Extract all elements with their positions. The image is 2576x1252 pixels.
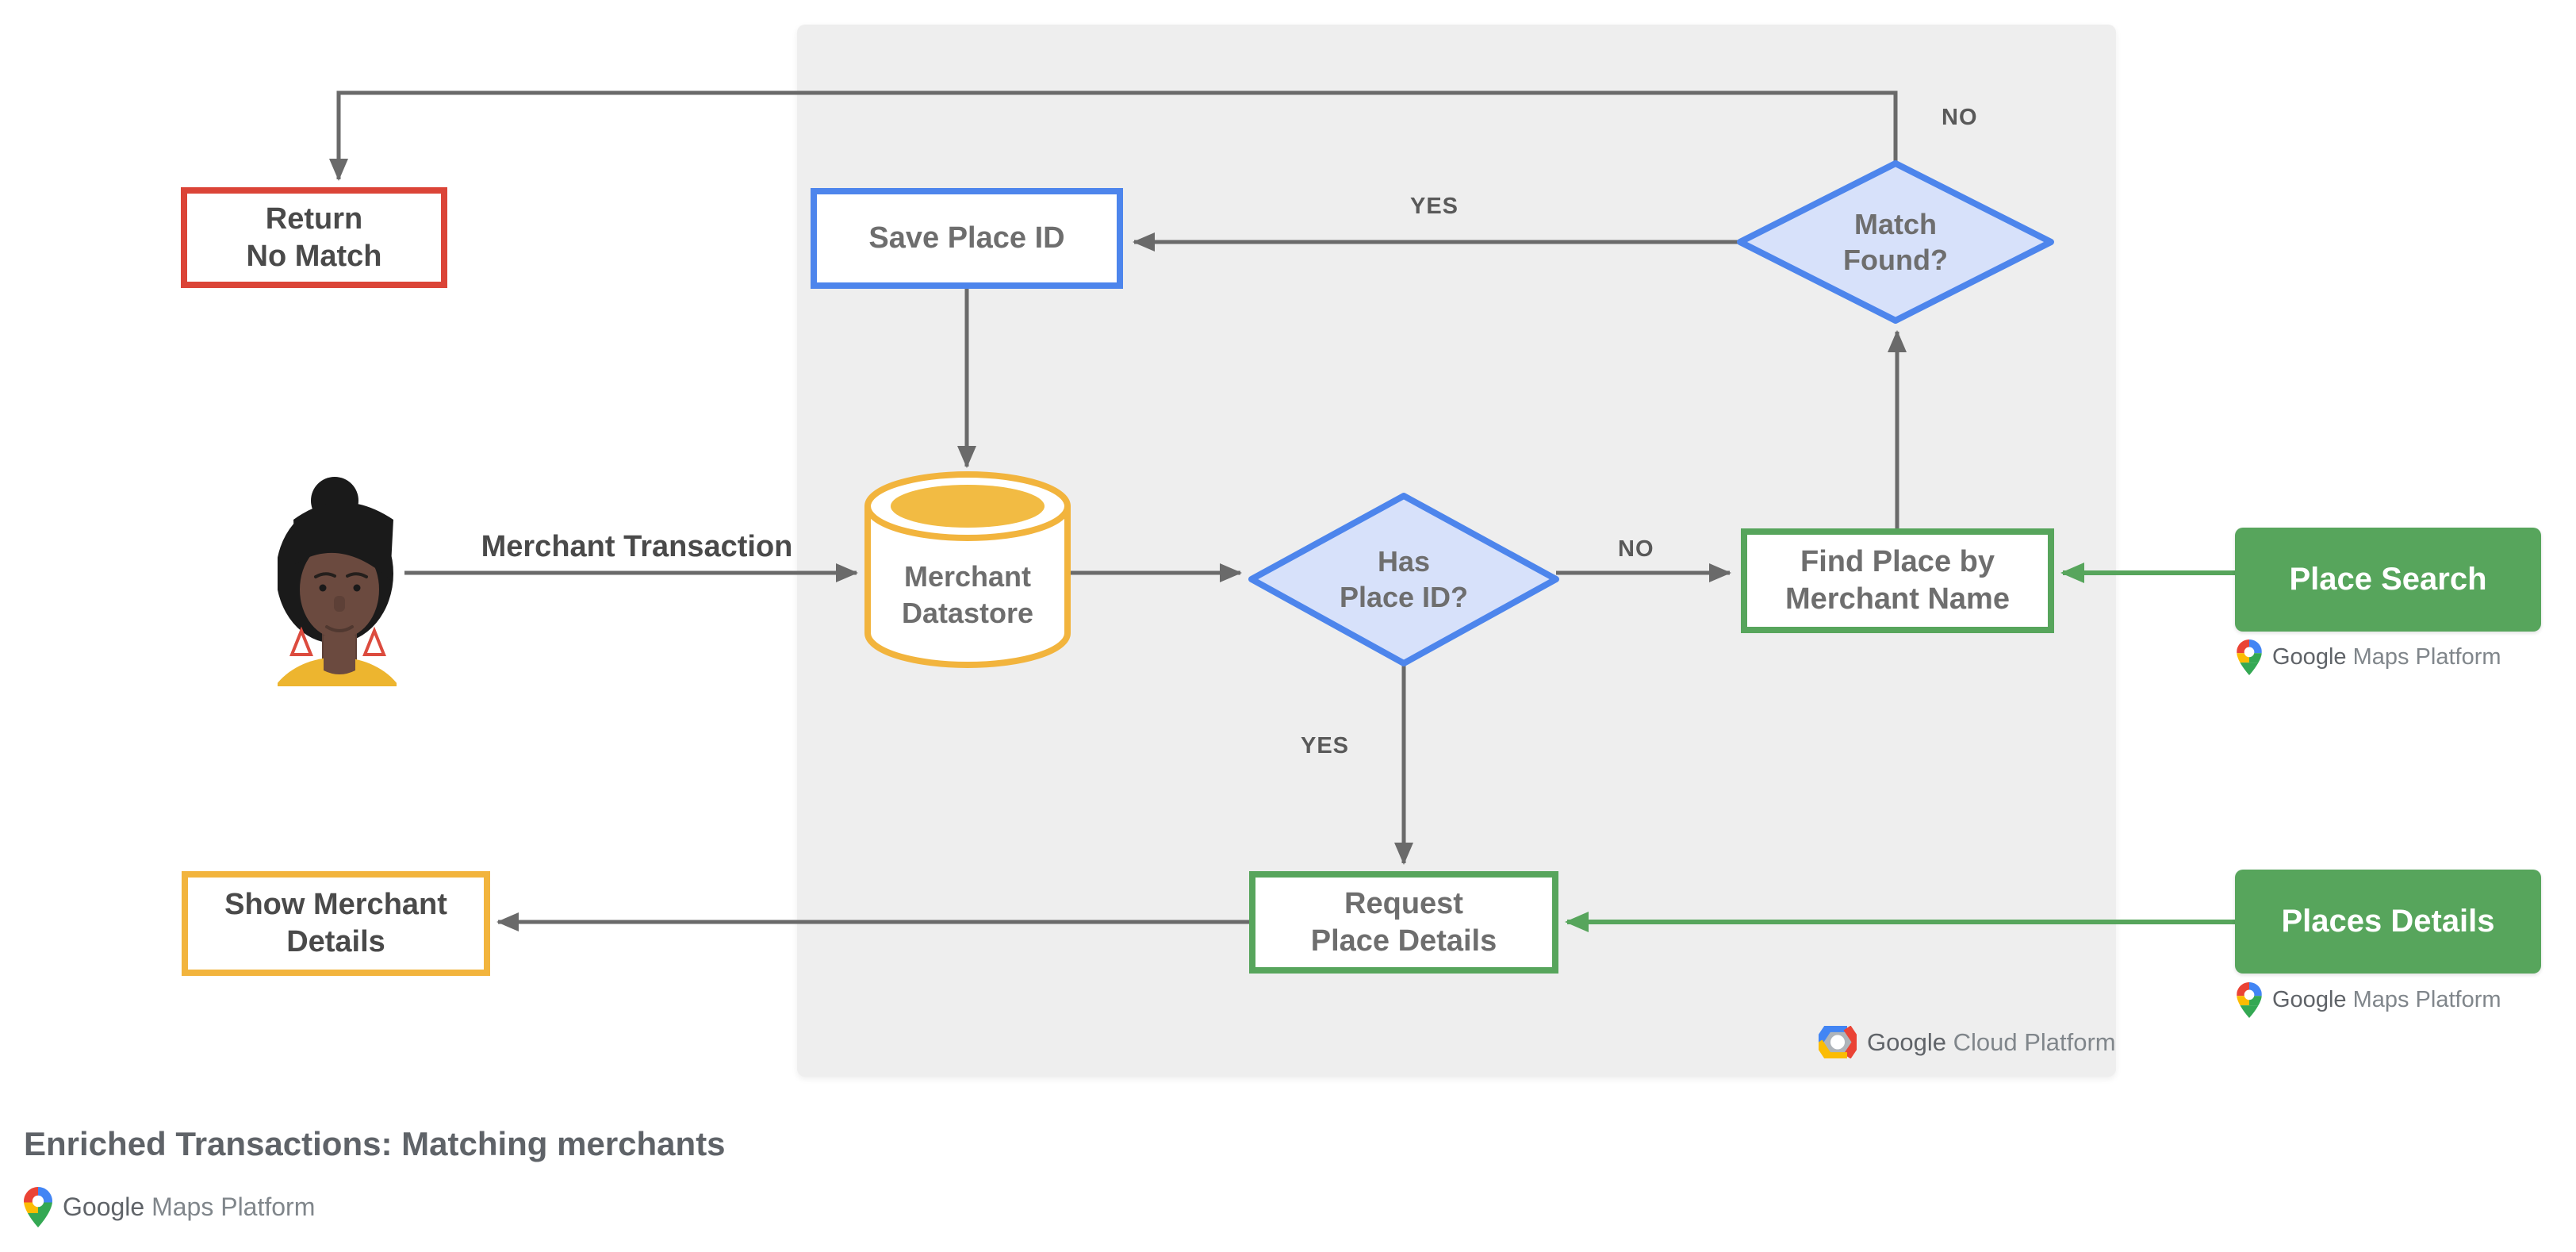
- maps-platform-brand-places-details: Google Maps Platform: [2237, 982, 2501, 1018]
- brand-product: Cloud Platform: [1953, 1027, 2116, 1056]
- match-found-diamond: [1737, 160, 2054, 324]
- maps-pin-icon: [2237, 982, 2262, 1018]
- node-save-place-id: Save Place ID: [811, 188, 1123, 289]
- node-label: Place ID?: [1339, 581, 1469, 613]
- brand-google: Google: [63, 1192, 145, 1221]
- node-request-place-details: Request Place Details: [1249, 871, 1558, 974]
- edge-label-no: NO: [1618, 536, 1654, 562]
- maps-platform-brand-place-search: Google Maps Platform: [2237, 639, 2501, 675]
- node-label: Match: [1853, 208, 1937, 240]
- edge-label-yes: YES: [1410, 194, 1459, 219]
- node-label: Find Place by: [1800, 545, 1995, 578]
- node-label: Details: [286, 925, 385, 958]
- merchant-transaction-label: Merchant Transaction: [481, 530, 793, 563]
- node-label: Datastore: [901, 597, 1034, 629]
- has-place-id-diamond: [1248, 493, 1559, 666]
- node-label: Place Details: [1310, 924, 1497, 958]
- node-label: Request: [1344, 886, 1463, 920]
- brand-product: Maps Platform: [151, 1192, 316, 1221]
- node-label: Save Place ID: [868, 221, 1065, 255]
- maps-pin-icon: [2237, 639, 2262, 675]
- brand-product: Maps Platform: [2352, 644, 2501, 670]
- api-places-details: Places Details: [2235, 870, 2541, 974]
- api-label: Place Search: [2289, 562, 2487, 597]
- merchant-datastore-cylinder: [864, 471, 1071, 668]
- brand-google: Google: [2272, 987, 2347, 1012]
- brand-google: Google: [1867, 1027, 1946, 1056]
- maps-pin-icon: [24, 1187, 52, 1227]
- cloud-hexagon-icon: [1819, 1026, 1857, 1058]
- node-label: Has: [1377, 545, 1431, 578]
- maps-platform-brand-footer: Google Maps Platform: [24, 1187, 315, 1227]
- google-cloud-platform-brand: Google Cloud Platform: [1819, 1026, 2116, 1058]
- node-label: Return: [265, 202, 363, 236]
- has-place-id-label: Has Place ID?: [1310, 529, 1497, 629]
- api-place-search: Place Search: [2235, 528, 2541, 632]
- node-label: Found?: [1843, 244, 1948, 276]
- edge-matchfound-no: [329, 90, 1898, 181]
- edge-label-yes: YES: [1301, 733, 1350, 758]
- match-found-label: Match Found?: [1802, 192, 1989, 292]
- merchant-datastore-label: Merchant Datastore: [868, 551, 1068, 639]
- avatar: [273, 470, 401, 689]
- node-label: No Match: [246, 239, 382, 273]
- api-label: Places Details: [2281, 904, 2495, 939]
- node-show-merchant-details: Show Merchant Details: [182, 871, 490, 976]
- node-label: Merchant: [903, 560, 1032, 593]
- node-label: Merchant Name: [1785, 582, 2010, 616]
- brand-product: Maps Platform: [2352, 987, 2501, 1012]
- brand-google: Google: [2272, 644, 2347, 670]
- diagram-title: Enriched Transactions: Matching merchant…: [24, 1125, 726, 1162]
- node-return-no-match: Return No Match: [181, 187, 447, 288]
- edge-label-no: NO: [1942, 105, 1978, 130]
- node-label: Show Merchant: [224, 888, 447, 921]
- node-find-place-by-merchant-name: Find Place by Merchant Name: [1741, 528, 2054, 633]
- person-icon: [273, 477, 401, 689]
